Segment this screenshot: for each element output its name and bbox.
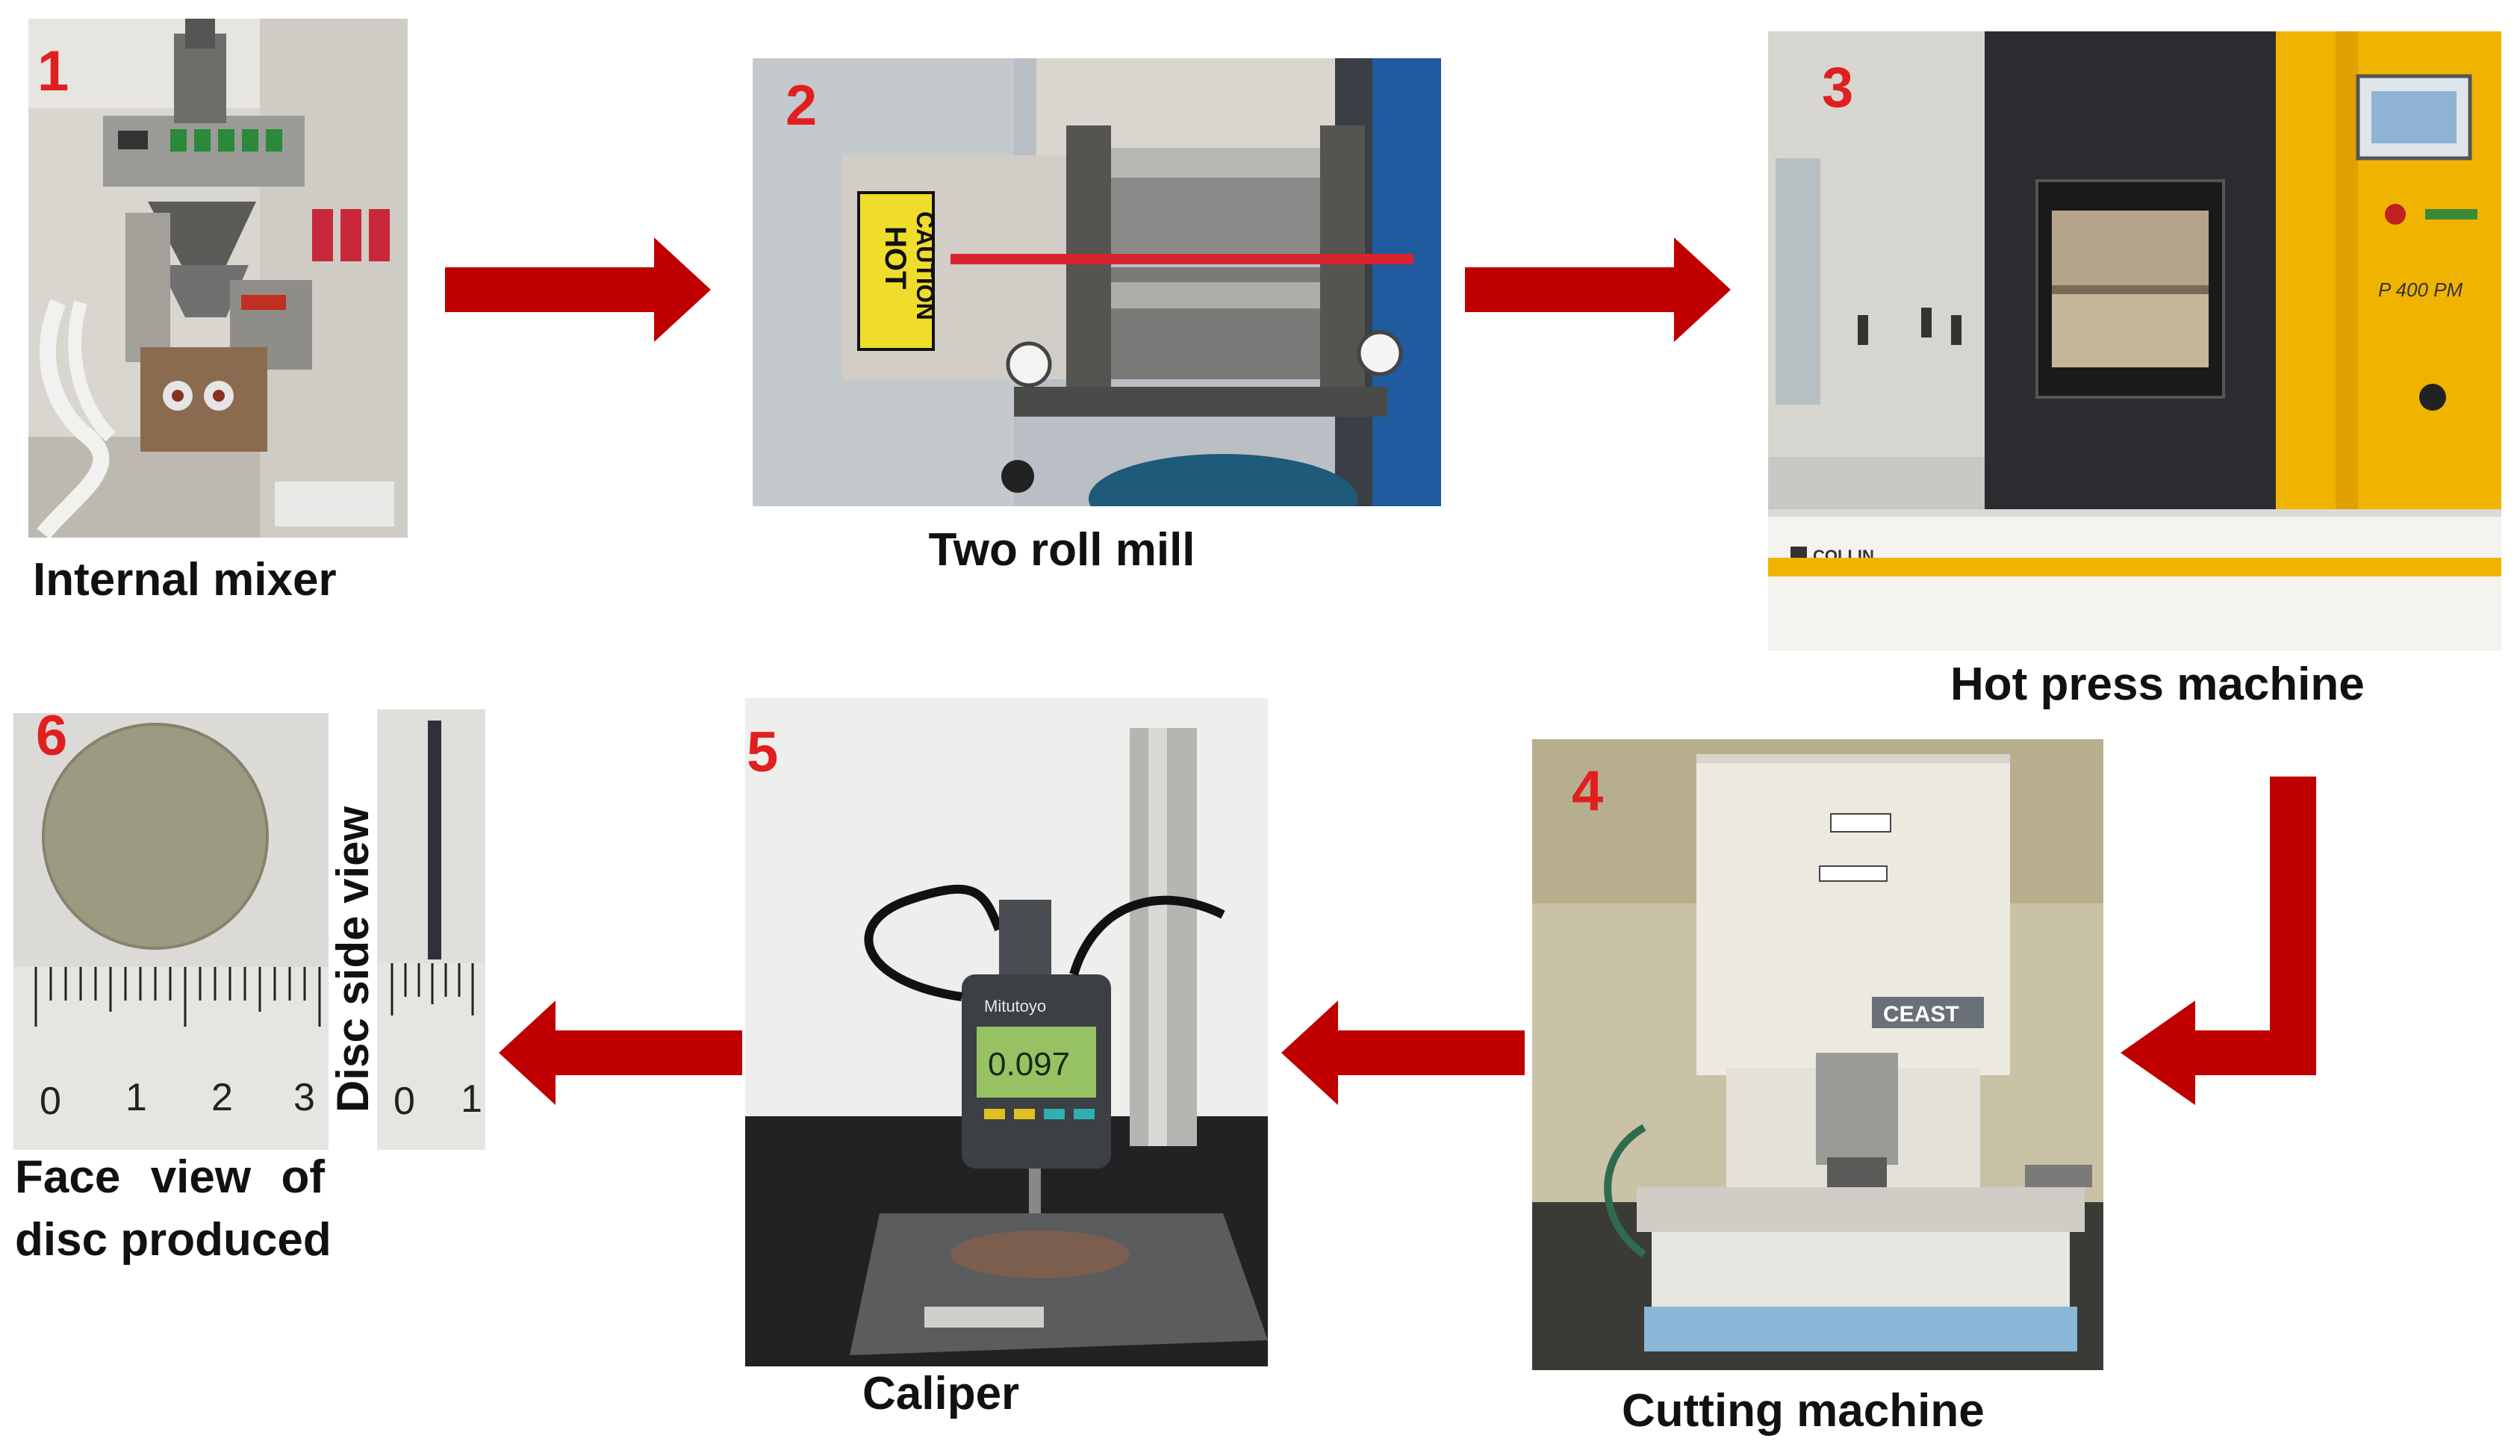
caption-face-word-3: of	[281, 1151, 325, 1203]
hot-press-machine-photo: P 400 PM COLLIN	[1768, 31, 2501, 651]
caution-sign-text: CAUTION	[912, 211, 939, 320]
disc-side-view-photo: 0 1	[377, 709, 485, 1150]
two-roll-mill-photo: CAUTION HOT	[753, 58, 1441, 506]
disc-face-view-photo: 0 1 2 3	[13, 713, 329, 1150]
hot-sign-text: HOT	[879, 226, 912, 289]
caption-face-word-1: Face	[15, 1151, 121, 1203]
caliper-photo: 0.097 Mitutoyo	[745, 698, 1268, 1366]
caption-cutting-machine: Cutting machine	[1622, 1385, 1985, 1437]
internal-mixer-photo	[28, 19, 408, 538]
ruler-face-label-0: 0	[40, 1080, 61, 1123]
arrow-left-2	[499, 1001, 742, 1105]
caption-face-view: Face view of disc produced	[15, 1146, 332, 1271]
step-number-1: 1	[37, 40, 69, 103]
step-number-2: 2	[785, 74, 818, 137]
step-number-3: 3	[1822, 56, 1854, 119]
caliper-reading: 0.097	[988, 1046, 1070, 1083]
caption-face-word-2: view	[150, 1151, 252, 1203]
cutting-machine-brand: CEAST	[1883, 1002, 1959, 1027]
caption-hot-press-machine: Hot press machine	[1950, 659, 2365, 710]
ruler-side-label-1: 1	[461, 1077, 482, 1121]
arrow-right-2	[1465, 237, 1731, 342]
caption-face-view-line2: disc produced	[15, 1213, 332, 1266]
step-number-6: 6	[36, 704, 68, 768]
ruler-face-label-1: 1	[125, 1076, 147, 1119]
arrow-right-1	[445, 237, 711, 342]
ruler-side-label-0: 0	[393, 1080, 415, 1123]
ruler-face-label-2: 2	[211, 1076, 233, 1119]
ruler-face-label-3: 3	[293, 1076, 315, 1119]
caption-two-roll-mill: Two roll mill	[928, 524, 1195, 576]
cutting-machine-photo: CEAST	[1532, 739, 2103, 1370]
caption-disc-side-view: Disc side view	[328, 806, 378, 1113]
arrow-left-1	[1281, 1001, 1525, 1105]
step-number-5: 5	[747, 721, 779, 784]
press-model-label: P 400 PM	[2378, 279, 2463, 301]
caption-caliper: Caliper	[862, 1368, 1020, 1419]
step-number-4: 4	[1572, 759, 1604, 823]
caliper-brand: Mitutoyo	[984, 997, 1046, 1015]
caption-face-view-line1: Face view of	[15, 1146, 325, 1209]
arrow-down-left	[2121, 777, 2316, 1105]
caption-internal-mixer: Internal mixer	[33, 554, 337, 606]
